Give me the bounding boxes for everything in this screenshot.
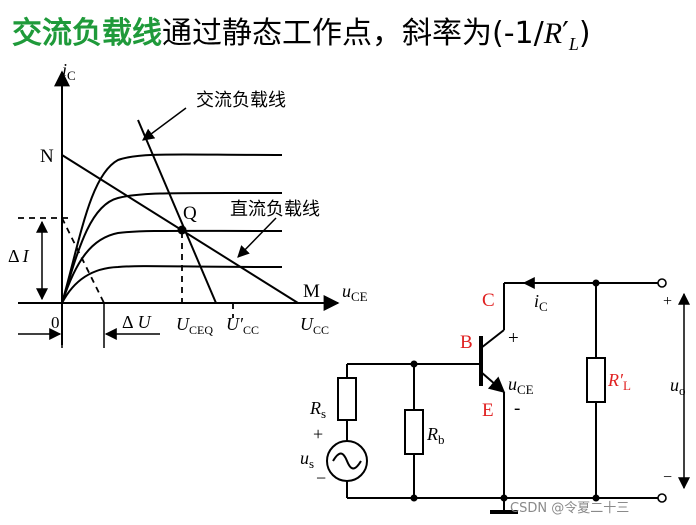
title-rest: 通过静态工作点，斜率为(-1/: [162, 16, 544, 51]
rb-label: Rb: [426, 424, 445, 447]
rs-label: Rs: [309, 398, 326, 421]
us-minus: −: [316, 468, 326, 488]
uce-plus: +: [508, 328, 519, 349]
uce-minus: -: [514, 398, 520, 419]
slide-title: 交流负载线通过静态工作点，斜率为(-1/R′L): [12, 14, 591, 64]
us-plus: +: [313, 424, 323, 444]
output-terminal-bottom: [657, 493, 667, 503]
y-axis-label: iC: [62, 60, 76, 83]
label-b: B: [460, 332, 473, 353]
rs-resistor: [337, 377, 357, 421]
output-curve-1: [61, 153, 283, 304]
output-terminal-top: [657, 278, 667, 288]
title-prime: ′: [562, 16, 569, 51]
point-q-label: Q: [183, 203, 197, 224]
uceq-label: UCEQ: [176, 314, 213, 337]
point-n-label: N: [40, 146, 54, 167]
ucc-prime-label: U′CC: [226, 314, 259, 337]
uo-minus: −: [663, 469, 672, 486]
transistor-collector: [480, 329, 505, 349]
ucc-label: UCC: [300, 314, 329, 337]
output-curve-4: [61, 265, 283, 304]
ac-load-line: [137, 119, 217, 304]
ac-equivalent-circuit: C B E iC + uCE - Rs Rb R′L + us − uo + −: [300, 277, 690, 514]
x-axis-label: uCE: [342, 281, 368, 304]
watermark: CSDN @令夏二十三: [510, 501, 629, 516]
uo-label: uo: [670, 375, 686, 398]
title-close: ): [578, 16, 591, 51]
title-r-sub: L: [568, 34, 579, 54]
rl-label: R′L: [607, 370, 631, 393]
label-e: E: [482, 400, 494, 421]
output-curve-3: [61, 229, 283, 304]
rl-resistor: [586, 357, 606, 403]
junction-rl-bottom: [592, 494, 600, 502]
title-r: R: [543, 17, 563, 50]
uo-plus: +: [663, 293, 672, 310]
rb-resistor: [404, 409, 424, 455]
ic-label: iC: [534, 291, 548, 314]
ac-load-line-label: 交流负载线: [196, 90, 286, 111]
uce-label: uCE: [508, 374, 534, 397]
sine-wave-icon: [332, 452, 362, 470]
title-highlight: 交流负载线: [12, 16, 162, 51]
origin-label: 0: [51, 313, 60, 332]
us-label: us: [300, 448, 314, 471]
delta-u-slope-guide: [61, 217, 105, 304]
dc-label-pointer: [237, 217, 277, 258]
label-c: C: [482, 290, 495, 311]
output-curve-2: [61, 191, 283, 304]
point-m-label: M: [303, 281, 320, 302]
junction-rb-bottom: [410, 494, 418, 502]
ac-label-pointer: [142, 107, 187, 141]
dc-load-line-label: 直流负载线: [230, 199, 320, 220]
junction-top: [592, 279, 600, 287]
q-point: [177, 225, 187, 235]
transistor-emitter: [480, 371, 506, 394]
